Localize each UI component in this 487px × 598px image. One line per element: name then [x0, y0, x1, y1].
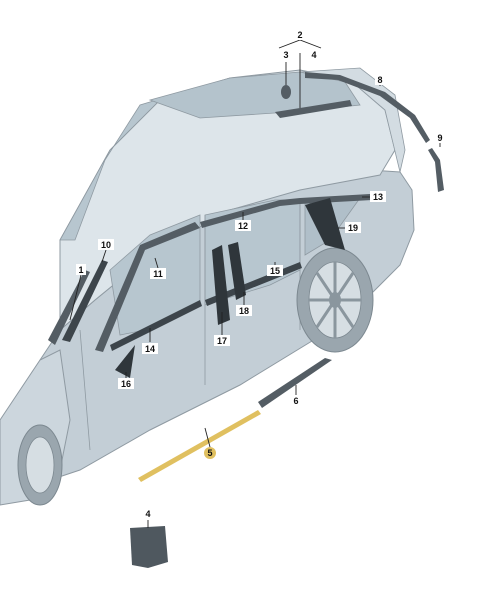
- callout-5-text: 5: [207, 448, 212, 458]
- callout-6: 6: [291, 395, 301, 406]
- callout-4-top-text: 4: [311, 50, 316, 60]
- callout-12-text: 12: [238, 221, 248, 231]
- callout-1: 1: [76, 264, 86, 275]
- part-10-windshield-strip: [62, 260, 108, 342]
- part-19-c-pillar-cover: [305, 198, 345, 250]
- part-1-a-pillar-trim: [48, 270, 90, 345]
- callout-13-text: 13: [373, 192, 383, 202]
- callout-9: 9: [435, 132, 445, 143]
- callout-16-text: 16: [121, 379, 131, 389]
- callout-17: 17: [214, 335, 230, 346]
- callout-10: 10: [98, 239, 114, 250]
- callout-2-text: 2: [297, 30, 302, 40]
- part-9-rear-end-strip: [428, 148, 444, 192]
- callout-4-top: 4: [309, 49, 319, 60]
- callout-4-bottom-text: 4: [145, 509, 150, 519]
- callout-16: 16: [118, 378, 134, 389]
- callout-13: 13: [370, 191, 386, 202]
- callout-14: 14: [142, 343, 158, 354]
- callout-19: 19: [345, 222, 361, 233]
- callout-14-text: 14: [145, 344, 155, 354]
- part-5-sill-strip: [138, 410, 261, 482]
- callout-8: 8: [375, 74, 385, 85]
- part-4-clip-bag: [130, 526, 168, 568]
- trim-parts: [48, 72, 444, 568]
- callout-4-bottom: 4: [143, 508, 153, 519]
- car-rear-window: [148, 71, 361, 119]
- leader-1: [69, 274, 82, 321]
- callout-11: 11: [150, 268, 166, 279]
- callout-10-text: 10: [101, 240, 111, 250]
- part-3-roof-clip: [281, 85, 291, 99]
- callout-1-text: 1: [78, 265, 83, 275]
- leader-10: [101, 249, 107, 263]
- part-8-roof-side-strip: [305, 72, 430, 143]
- part-11-front-door-frame-trim: [95, 222, 200, 352]
- callout-11-text: 11: [153, 269, 163, 279]
- callout-18: 18: [236, 305, 252, 316]
- callout-15-text: 15: [270, 266, 280, 276]
- callout-12: 12: [235, 220, 251, 231]
- part-6-sill-trim-rear: [258, 358, 332, 408]
- callout-3: 3: [281, 49, 291, 60]
- part-18-b-pillar-rear-trim: [228, 242, 246, 300]
- rear-wheel: [296, 247, 374, 353]
- callout-2: 2: [295, 29, 305, 40]
- callout-6-text: 6: [293, 396, 298, 406]
- callout-15: 15: [267, 265, 283, 276]
- callout-9-text: 9: [437, 133, 442, 143]
- part-2-roof-strip: [275, 100, 352, 118]
- part-17-b-pillar-trim: [212, 245, 230, 325]
- part-12-upper-window-trim: [200, 198, 300, 228]
- leader-5: [204, 427, 211, 448]
- callout-18-text: 18: [239, 306, 249, 316]
- callout-19-text: 19: [348, 223, 358, 233]
- leader-2-bracket: [278, 39, 322, 49]
- callout-3-text: 3: [283, 50, 288, 60]
- part-16-mirror-triangle-cover: [115, 345, 135, 378]
- callout-5: 5: [204, 447, 216, 459]
- callout-17-text: 17: [217, 336, 227, 346]
- callout-labels: 1 10 11 12 13 14 15 16: [76, 29, 445, 519]
- front-wheel: [17, 424, 63, 506]
- car-body: [0, 67, 415, 506]
- callout-8-text: 8: [377, 75, 382, 85]
- leader-lines: [69, 39, 441, 528]
- leader-11: [154, 257, 159, 269]
- part-14-front-door-belt-moulding: [110, 300, 202, 351]
